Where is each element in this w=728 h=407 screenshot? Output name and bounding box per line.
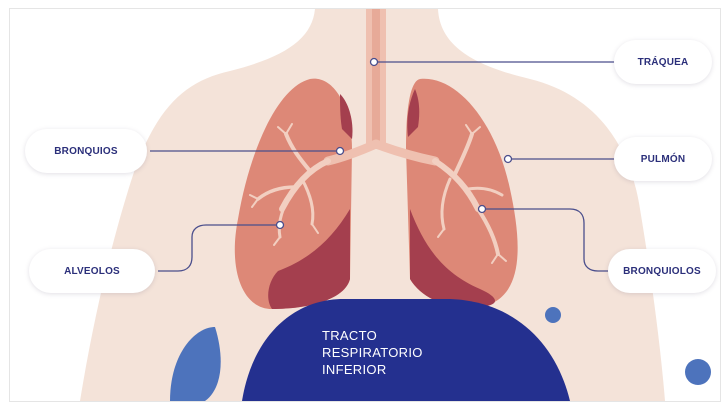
label-pulmon-text: PULMÓN	[641, 154, 686, 165]
endpoint-bronquiolos	[479, 206, 486, 213]
lower-tract-line-1: TRACTO	[322, 327, 482, 344]
endpoint-alveolos	[277, 222, 284, 229]
label-pulmon: PULMÓN	[614, 137, 712, 181]
lower-tract-line-3: INFERIOR	[322, 361, 482, 378]
lower-tract-label: TRACTO RESPIRATORIO INFERIOR	[322, 327, 482, 378]
endpoint-traquea	[371, 59, 378, 66]
accent-circle-far-right	[685, 359, 711, 385]
label-bronquiolos: BRONQUIOLOS	[608, 249, 716, 293]
label-traquea-text: TRÁQUEA	[638, 57, 689, 68]
label-bronquiolos-text: BRONQUIOLOS	[623, 266, 701, 277]
label-traquea: TRÁQUEA	[614, 40, 712, 84]
label-alveolos: ALVEOLOS	[29, 249, 155, 293]
label-bronquios: BRONQUIOS	[25, 129, 147, 173]
endpoint-pulmon	[505, 156, 512, 163]
endpoint-bronquios	[337, 148, 344, 155]
label-bronquios-text: BRONQUIOS	[54, 146, 117, 157]
accent-dot-right	[545, 307, 561, 323]
lower-tract-line-2: RESPIRATORIO	[322, 344, 482, 361]
diagram-frame: TRÁQUEA BRONQUIOS PULMÓN ALVEOLOS BRONQU…	[9, 8, 721, 402]
label-alveolos-text: ALVEOLOS	[64, 266, 120, 277]
